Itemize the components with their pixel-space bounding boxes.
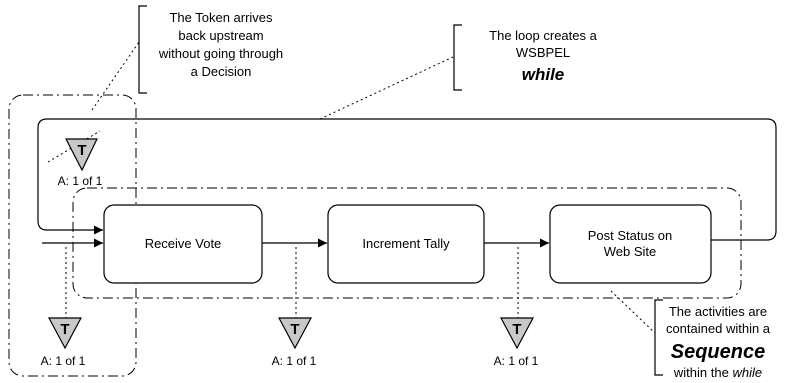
svg-text:The activities are: The activities are: [669, 304, 767, 319]
annotation-token-upstream: The Token arrives back upstream without …: [91, 5, 283, 111]
svg-text:within the while: within the while: [673, 365, 762, 380]
token-label: A: 1 of 1: [41, 354, 86, 368]
svg-text:Sequence: Sequence: [671, 341, 765, 363]
activity-label-line1: Post Status on: [588, 228, 673, 243]
svg-text:while: while: [522, 65, 565, 84]
svg-text:The Token arrives: The Token arrives: [169, 10, 273, 25]
svg-text:back upstream: back upstream: [178, 28, 263, 43]
token-label: A: 1 of 1: [58, 174, 103, 188]
activity-receive-vote: Receive Vote: [103, 204, 263, 284]
token-marker-loop: T A: 1 of 1: [58, 138, 103, 188]
token-symbol: T: [290, 321, 299, 338]
svg-text:contained within a: contained within a: [666, 321, 771, 336]
activity-label: Increment Tally: [362, 236, 450, 251]
token-marker-increment: T A: 1 of 1: [272, 317, 317, 368]
token-label: A: 1 of 1: [494, 354, 539, 368]
token-marker-receive: T A: 1 of 1: [41, 317, 86, 368]
svg-text:The loop creates a: The loop creates a: [489, 28, 597, 43]
activity-increment-tally: Increment Tally: [327, 204, 485, 284]
activity-label: Receive Vote: [145, 236, 222, 251]
token-marker-post: T A: 1 of 1: [494, 317, 539, 368]
svg-text:WSBPEL: WSBPEL: [516, 45, 570, 60]
token-symbol: T: [512, 321, 521, 338]
annotation-sequence: The activities are contained within a Se…: [610, 290, 771, 380]
activity-post-status: Post Status on Web Site: [549, 204, 712, 284]
annotation-loop-while: The loop creates a WSBPEL while: [319, 24, 598, 120]
svg-text:a Decision: a Decision: [191, 64, 252, 79]
token-symbol: T: [60, 321, 69, 338]
loop-back-flow: [37, 118, 777, 241]
token-symbol: T: [77, 142, 86, 159]
svg-text:without going through: without going through: [158, 46, 283, 61]
token-label: A: 1 of 1: [272, 354, 317, 368]
activity-label-line2: Web Site: [604, 244, 657, 259]
